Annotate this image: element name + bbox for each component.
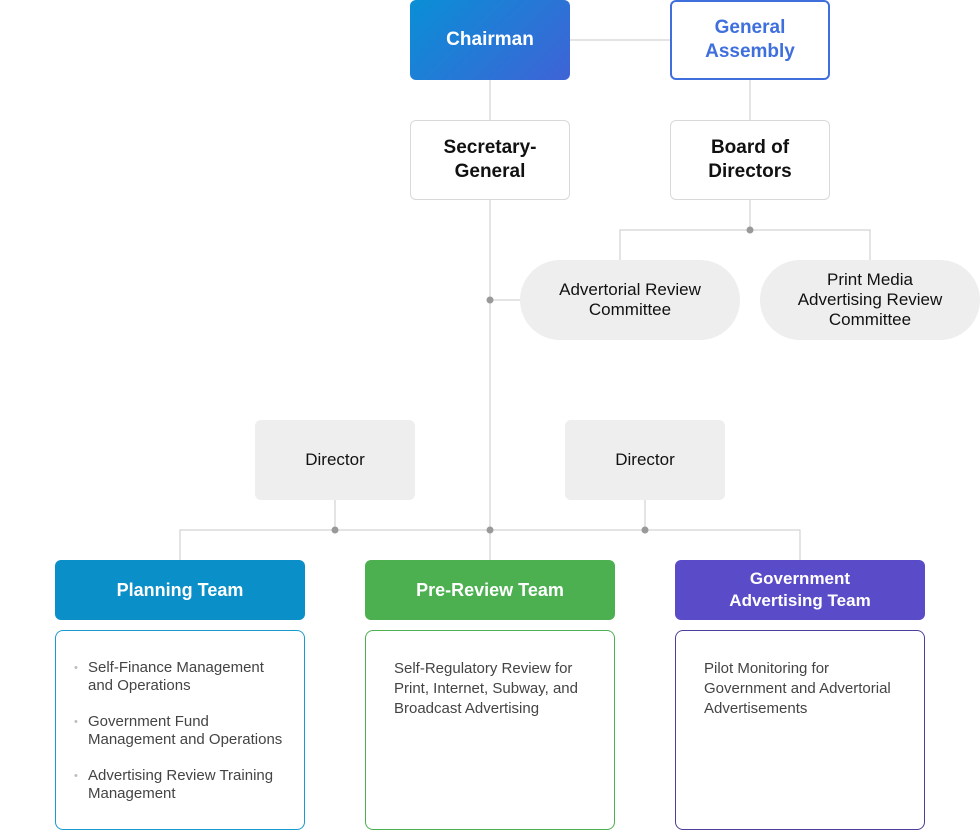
planning-duty-item: Self-Finance Management and Operations — [74, 659, 284, 695]
advertorial-review-committee-node: Advertorial Review Committee — [520, 260, 740, 340]
planning-duty-item: Advertising Review Training Management — [74, 767, 284, 803]
planning-duty-list: Self-Finance Management and Operations G… — [74, 659, 284, 803]
secretary-general-node: Secretary-General — [410, 120, 570, 200]
pre-review-duty-text: Self-Regulatory Review for Print, Intern… — [394, 660, 578, 717]
junction-dot-director-right — [641, 526, 649, 534]
director-left-label: Director — [305, 450, 365, 469]
junction-dot-spine-committee — [486, 296, 494, 304]
director-right-node: Director — [565, 420, 725, 500]
government-advertising-duty-text: Pilot Monitoring for Government and Adve… — [704, 660, 891, 717]
chairman-node: Chairman — [410, 0, 570, 80]
director-left-node: Director — [255, 420, 415, 500]
planning-team-header: Planning Team — [55, 560, 305, 620]
board-committees-connector — [619, 229, 871, 260]
general-assembly-label: General Assembly — [705, 17, 795, 62]
government-advertising-team-label: Government Advertising Team — [729, 569, 871, 610]
pre-review-team-header: Pre-Review Team — [365, 560, 615, 620]
board-of-directors-label: Board of Directors — [708, 137, 792, 182]
government-advertising-team-duties: Pilot Monitoring for Government and Adve… — [675, 630, 925, 830]
print-media-committee-label: Print Media Advertising Review Committee — [797, 270, 943, 329]
junction-dot-spine-teams — [486, 526, 494, 534]
secretary-general-label: Secretary-General — [443, 137, 537, 182]
general-assembly-node: General Assembly — [670, 0, 830, 80]
print-media-committee-node: Print Media Advertising Review Committee — [760, 260, 980, 340]
junction-dot-board — [746, 226, 754, 234]
pre-review-team-label: Pre-Review Team — [416, 580, 564, 600]
planning-team-duties: Self-Finance Management and Operations G… — [55, 630, 305, 830]
junction-dot-director-left — [331, 526, 339, 534]
pre-review-team-duties: Self-Regulatory Review for Print, Intern… — [365, 630, 615, 830]
chairman-label: Chairman — [446, 29, 534, 50]
advertorial-review-committee-label: Advertorial Review Committee — [559, 280, 701, 319]
director-right-label: Director — [615, 450, 675, 469]
board-of-directors-node: Board of Directors — [670, 120, 830, 200]
planning-team-label: Planning Team — [116, 580, 244, 600]
planning-duty-item: Government Fund Management and Operation… — [74, 713, 284, 749]
government-advertising-team-header: Government Advertising Team — [675, 560, 925, 620]
